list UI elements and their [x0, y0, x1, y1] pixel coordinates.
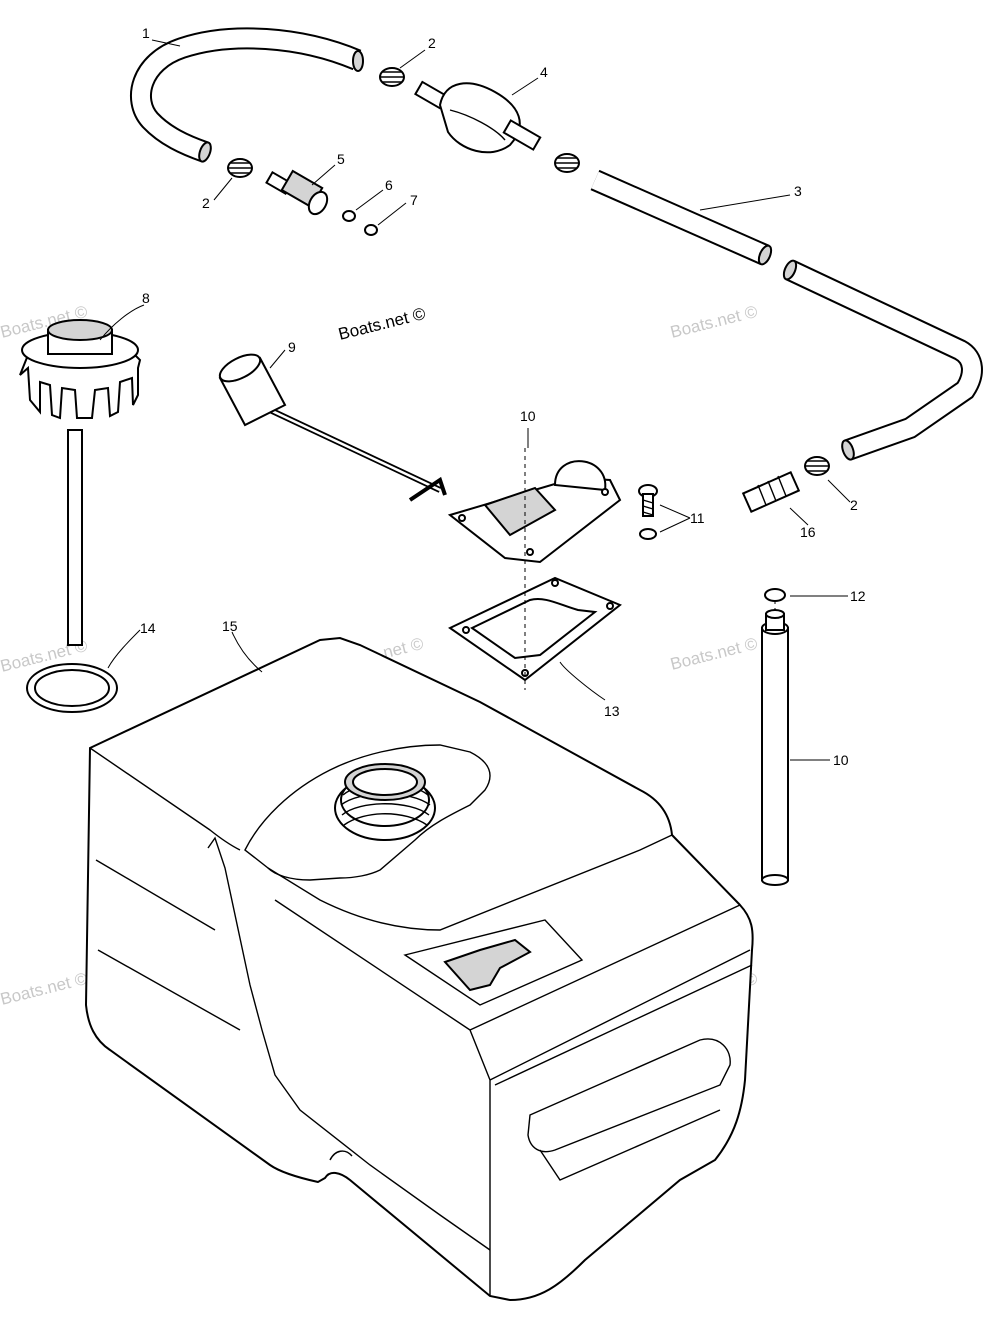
- callout-2-left: 2: [202, 195, 210, 211]
- part-9-float-arm: [218, 353, 447, 502]
- callout-8: 8: [142, 290, 150, 306]
- part-10-pickup-tube: [761, 609, 789, 886]
- part-1-fuel-hose: [130, 27, 364, 163]
- part-13-gasket: [448, 576, 622, 682]
- callout-5: 5: [337, 151, 345, 167]
- part-2-hose-clamp-top: [379, 67, 405, 87]
- watermark-center-upper: Boats.net ©: [336, 304, 427, 344]
- callout-9: 9: [288, 339, 296, 355]
- callout-4: 4: [540, 64, 548, 80]
- callout-11: 11: [690, 510, 705, 526]
- callout-10-plate: 10: [520, 408, 536, 424]
- watermark-right-middle: Boats.net ©: [668, 634, 759, 674]
- callout-3: 3: [794, 183, 802, 199]
- callout-15: 15: [222, 618, 238, 634]
- part-12-o-ring: [764, 588, 786, 602]
- part-16-fitting: [741, 470, 801, 514]
- part-6-o-ring: [342, 210, 356, 222]
- part-2-hose-clamp-right: [804, 456, 830, 476]
- callout-7: 7: [410, 192, 418, 208]
- part-15-fuel-tank: [84, 636, 754, 1302]
- callout-14: 14: [140, 620, 156, 636]
- watermark-left-lower: Boats.net ©: [0, 969, 90, 1009]
- part-11-screw: [638, 484, 658, 540]
- callout-1: 1: [142, 25, 150, 41]
- part-10-gauge-plate: [447, 460, 622, 564]
- part-3-fuel-hose: [590, 169, 983, 461]
- part-2-hose-clamp-left: [227, 158, 253, 178]
- callout-2-right: 2: [850, 497, 858, 513]
- leader-lines: [99, 39, 851, 761]
- part-5-connector: [265, 169, 329, 216]
- watermark-right-upper: Boats.net ©: [668, 302, 759, 342]
- callout-6: 6: [385, 177, 393, 193]
- part-7-o-ring: [364, 224, 378, 236]
- callout-12: 12: [850, 588, 866, 604]
- callout-13: 13: [604, 703, 620, 719]
- part-8-fuel-cap: [19, 319, 142, 646]
- part-2-hose-clamp-mid: [554, 153, 580, 173]
- callout-2-top: 2: [428, 35, 436, 51]
- part-4-primer-bulb: [414, 80, 542, 154]
- callout-10-tube: 10: [833, 752, 849, 768]
- part-14-gasket-ring: [26, 663, 118, 713]
- callout-16: 16: [800, 524, 816, 540]
